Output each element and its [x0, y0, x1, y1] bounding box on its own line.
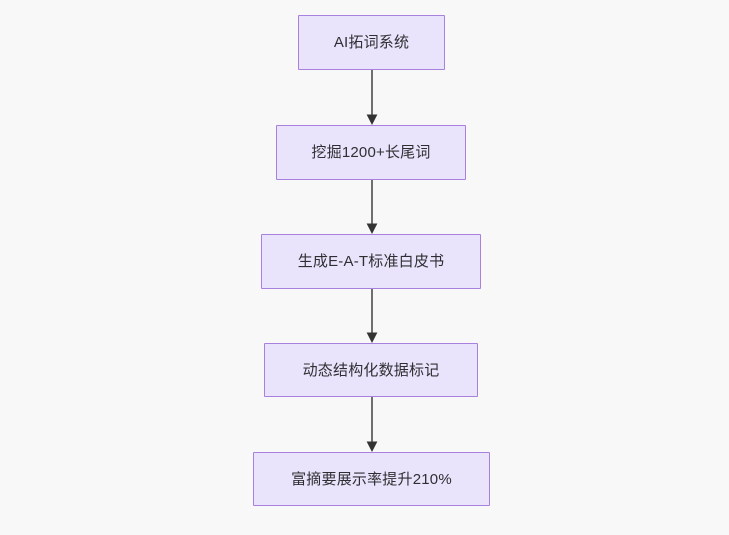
edge-n4-n5	[361, 397, 383, 452]
flow-node-label: 富摘要展示率提升210%	[291, 470, 452, 488]
flow-node-dynamic-structured-data-markup[interactable]: 动态结构化数据标记	[264, 343, 478, 397]
flow-node-ai-keyword-system[interactable]: AI拓词系统	[298, 15, 445, 70]
arrow-down-icon	[366, 289, 378, 343]
flow-node-label: 挖掘1200+长尾词	[311, 144, 431, 161]
flow-node-generate-eat-whitepaper[interactable]: 生成E-A-T标准白皮书	[261, 234, 481, 289]
flow-node-label: AI拓词系统	[333, 34, 410, 51]
flow-node-rich-snippet-rate-increase[interactable]: 富摘要展示率提升210%	[253, 452, 490, 506]
arrow-down-icon	[366, 397, 378, 452]
flow-node-label: 动态结构化数据标记	[302, 361, 440, 379]
arrow-down-icon	[366, 70, 378, 125]
edge-n3-n4	[361, 289, 383, 343]
flow-node-label: 生成E-A-T标准白皮书	[297, 253, 445, 270]
edge-n1-n2	[361, 70, 383, 125]
edge-n2-n3	[361, 180, 383, 234]
flow-node-mine-longtail-keywords[interactable]: 挖掘1200+长尾词	[276, 125, 466, 180]
arrow-down-icon	[366, 180, 378, 234]
